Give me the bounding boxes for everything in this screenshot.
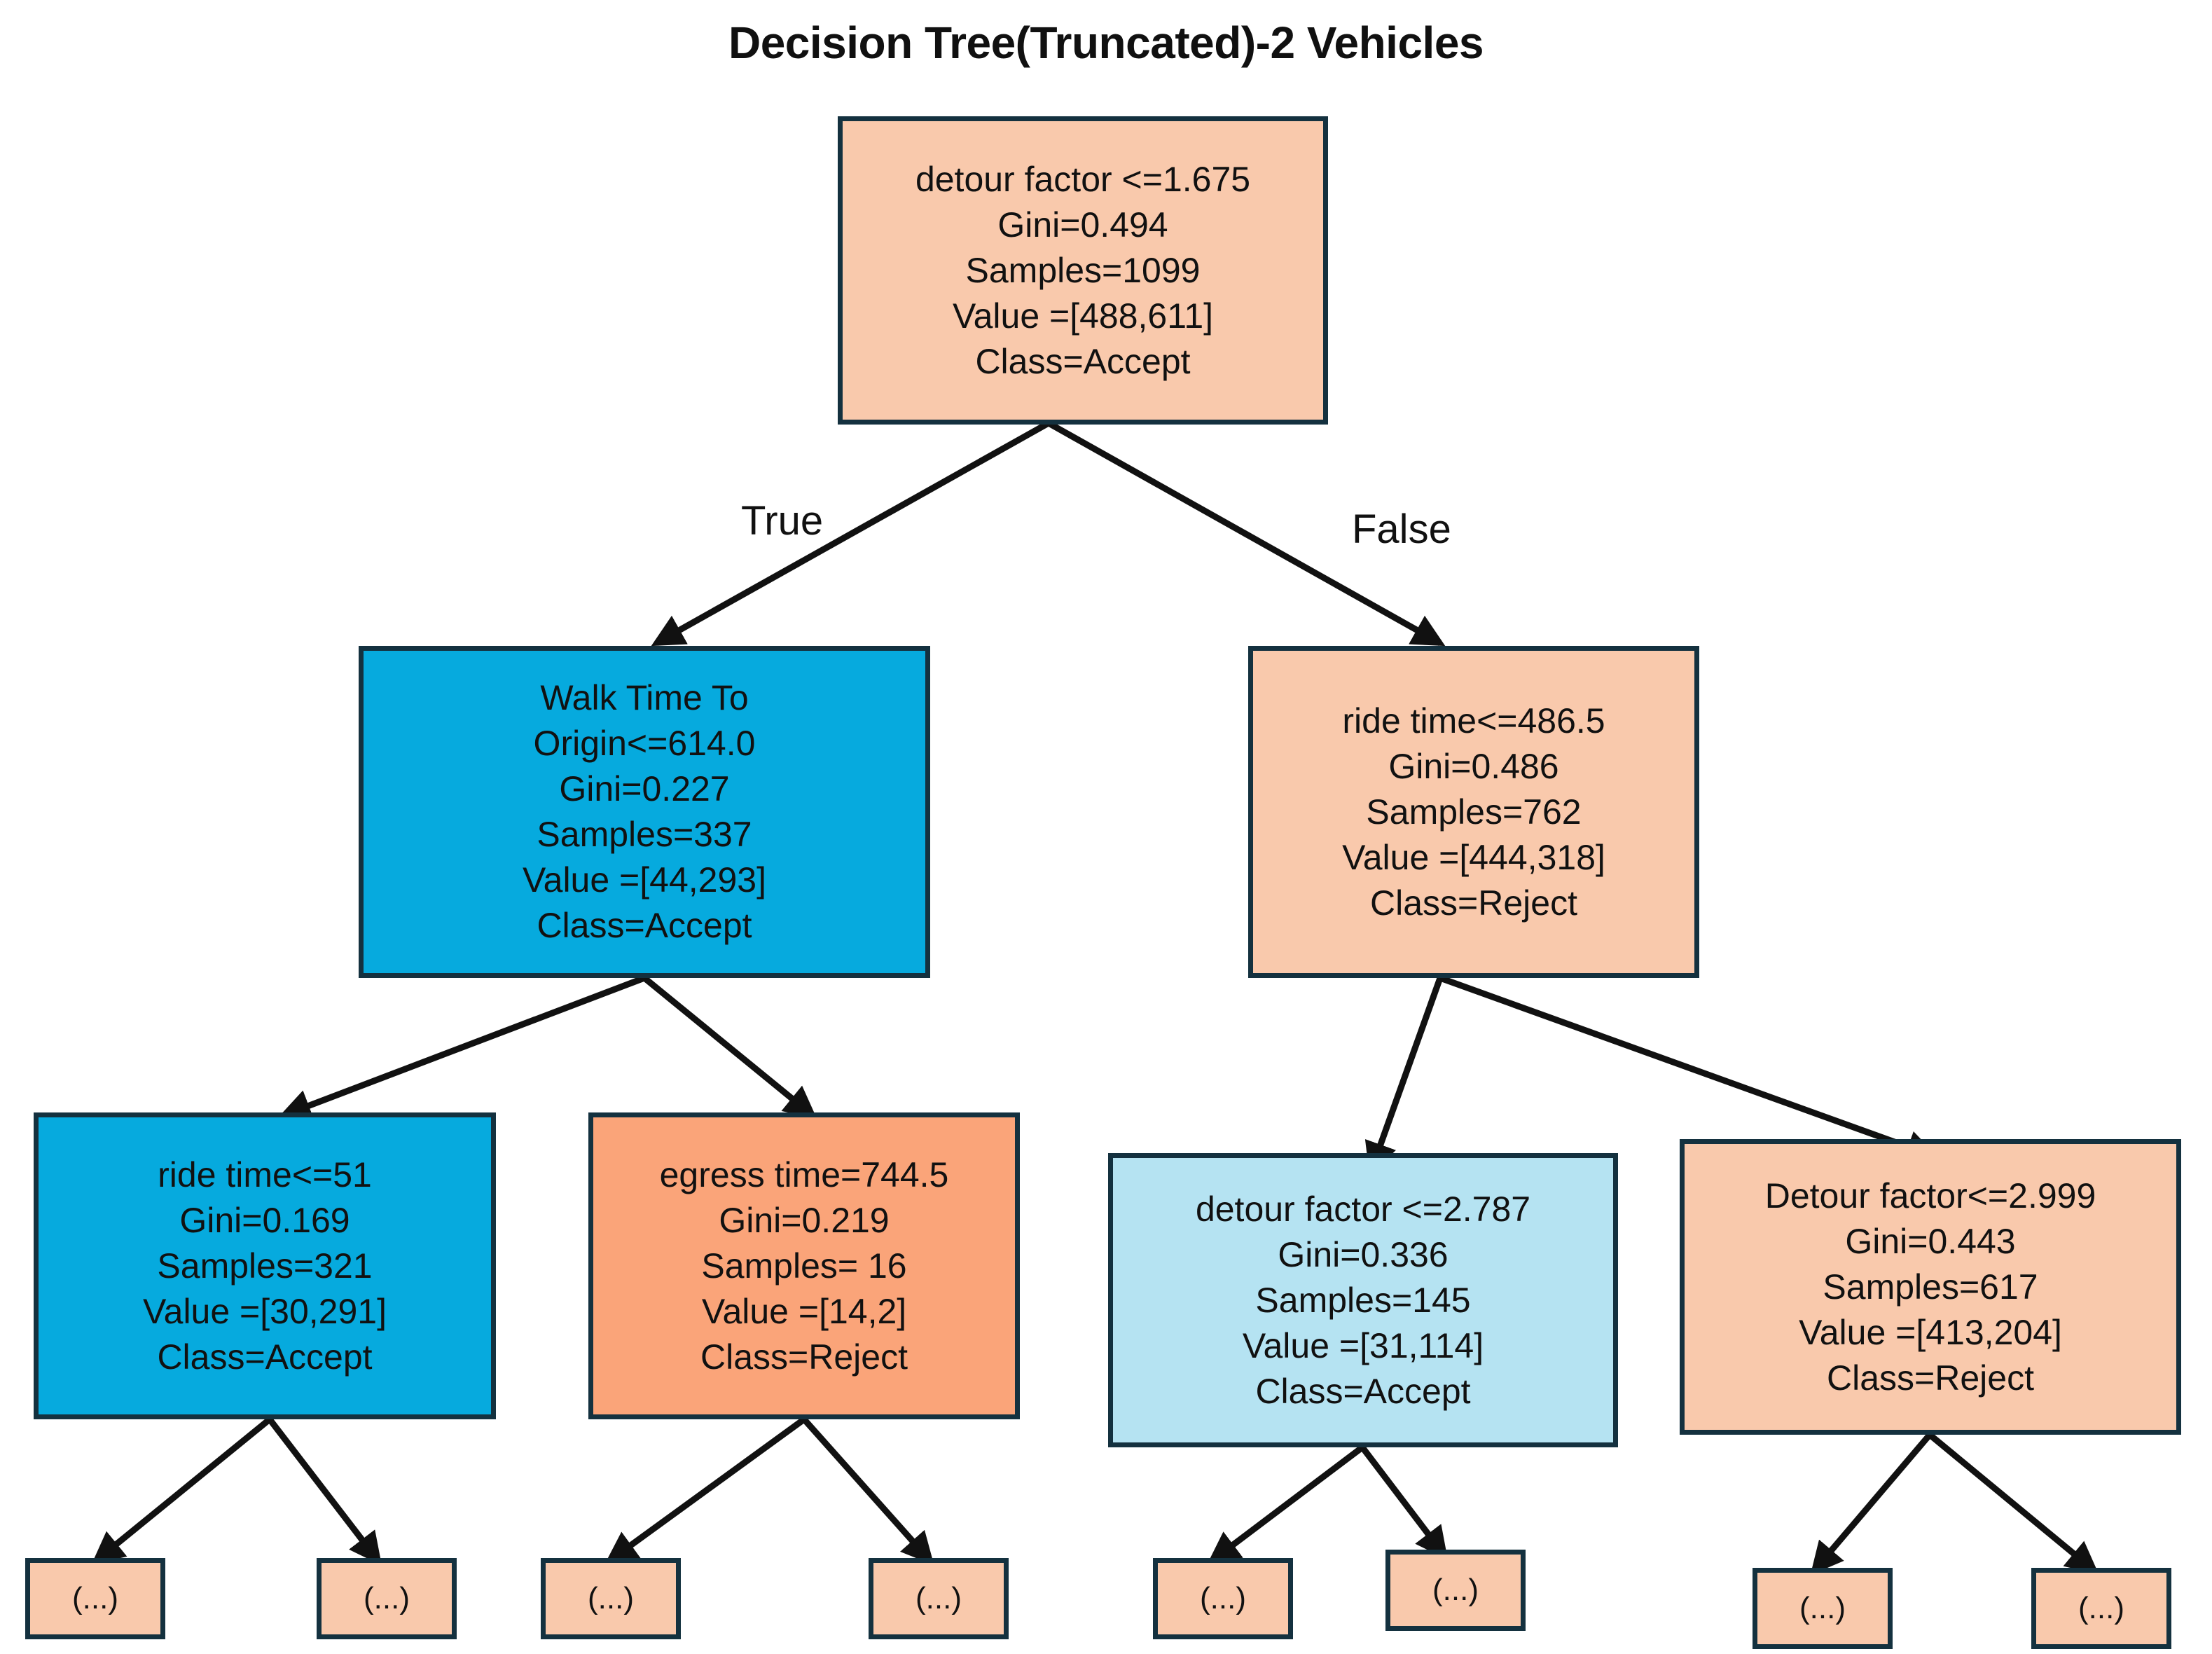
leaf-label: (...) [1200, 1581, 1246, 1615]
tree-node-walk-time-to-origin[interactable]: Walk Time To Origin<=614.0 Gini=0.227 Sa… [359, 646, 930, 978]
node-samples: Samples=321 [157, 1246, 373, 1286]
tree-leaf-node[interactable]: (...) [317, 1558, 457, 1639]
node-value: Value =[44,293] [523, 860, 766, 900]
edge-n5-to-l5 [1207, 1445, 1364, 1565]
leaf-label: (...) [72, 1581, 118, 1615]
edge-n5-to-l6 [1360, 1445, 1449, 1560]
node-samples: Samples=617 [1823, 1267, 2038, 1307]
tree-node-ride-time-486[interactable]: ride time<=486.5 Gini=0.486 Samples=762 … [1248, 646, 1699, 978]
leaf-label: (...) [2078, 1591, 2124, 1625]
node-class: Class=Reject [1370, 883, 1577, 923]
node-samples: Samples= 16 [701, 1246, 907, 1286]
node-class: Class=Accept [537, 906, 752, 945]
node-value: Value =[31,114] [1242, 1325, 1484, 1365]
leaf-label: (...) [915, 1581, 962, 1615]
leaf-label: (...) [588, 1581, 634, 1615]
node-class: Class=Accept [1255, 1371, 1471, 1411]
node-samples: Samples=762 [1366, 792, 1582, 832]
node-condition: ride time<=486.5 [1342, 701, 1605, 740]
node-value: Value =[413,204] [1799, 1312, 2062, 1352]
edge-n2-to-n6 [1439, 974, 1939, 1162]
node-class: Class=Accept [975, 341, 1191, 381]
edge-label-true: True [741, 498, 824, 544]
tree-node-egress-time[interactable]: egress time=744.5 Gini=0.219 Samples= 16… [588, 1112, 1020, 1419]
edge-n6-to-l7 [1810, 1433, 1933, 1576]
edge-root-to-n1 [651, 420, 1051, 647]
tree-leaf-node[interactable]: (...) [1153, 1558, 1293, 1639]
node-gini: Gini=0.443 [1845, 1221, 2016, 1261]
node-gini: Gini=0.494 [997, 205, 1168, 244]
node-samples: Samples=337 [537, 815, 752, 854]
node-value: Value =[444,318] [1342, 837, 1605, 877]
tree-leaf-node[interactable]: (...) [25, 1558, 165, 1639]
node-gini: Gini=0.227 [559, 769, 730, 808]
node-condition: detour factor <=2.787 [1195, 1189, 1531, 1229]
leaf-label: (...) [364, 1581, 410, 1615]
node-gini: Gini=0.169 [179, 1200, 350, 1240]
edge-n1-to-n4 [642, 975, 817, 1119]
leaf-label: (...) [1432, 1573, 1479, 1607]
tree-node-root[interactable]: detour factor <=1.675 Gini=0.494 Samples… [838, 116, 1328, 425]
node-gini: Gini=0.486 [1388, 746, 1559, 786]
node-class: Class=Reject [700, 1337, 908, 1377]
node-class: Class=Reject [1827, 1358, 2034, 1398]
edge-n1-to-n3 [278, 974, 646, 1122]
edge-n6-to-l8 [1928, 1432, 2099, 1575]
node-value: Value =[488,611] [952, 296, 1214, 336]
tree-leaf-node[interactable]: (...) [1385, 1550, 1526, 1631]
node-gini: Gini=0.219 [719, 1200, 890, 1240]
node-condition: egress time=744.5 [659, 1155, 949, 1194]
node-gini: Gini=0.336 [1278, 1234, 1449, 1274]
tree-node-ride-time-51[interactable]: ride time<=51 Gini=0.169 Samples=321 Val… [34, 1112, 496, 1419]
tree-leaf-node[interactable]: (...) [1753, 1568, 1893, 1649]
node-condition: Detour factor<=2.999 [1764, 1176, 2096, 1215]
node-class: Class=Accept [157, 1337, 373, 1377]
node-condition: detour factor <=1.675 [915, 159, 1251, 199]
tree-node-detour-factor-2787[interactable]: detour factor <=2.787 Gini=0.336 Samples… [1108, 1153, 1618, 1447]
edge-n2-to-n5 [1364, 977, 1444, 1176]
node-samples: Samples=145 [1255, 1280, 1471, 1320]
edge-n4-to-l3 [604, 1417, 806, 1564]
node-condition: ride time<=51 [158, 1155, 372, 1194]
tree-leaf-node[interactable]: (...) [869, 1558, 1009, 1639]
edge-label-false: False [1352, 506, 1451, 552]
tree-node-detour-factor-2999[interactable]: Detour factor<=2.999 Gini=0.443 Samples=… [1680, 1139, 2181, 1435]
tree-leaf-node[interactable]: (...) [2031, 1568, 2171, 1649]
figure-title: Decision Tree(Truncated)-2 Vehicles [728, 18, 1484, 68]
edge-n4-to-l4 [801, 1417, 934, 1566]
edge-n3-to-l2 [267, 1417, 382, 1566]
leaf-label: (...) [1799, 1591, 1846, 1625]
node-value: Value =[14,2] [701, 1291, 907, 1331]
node-condition-line2: Origin<=614.0 [533, 724, 756, 763]
edge-n3-to-l1 [91, 1417, 272, 1565]
tree-leaf-node[interactable]: (...) [541, 1558, 681, 1639]
node-condition-line1: Walk Time To [540, 678, 749, 717]
node-value: Value =[30,291] [143, 1291, 387, 1331]
node-samples: Samples=1099 [965, 250, 1201, 290]
